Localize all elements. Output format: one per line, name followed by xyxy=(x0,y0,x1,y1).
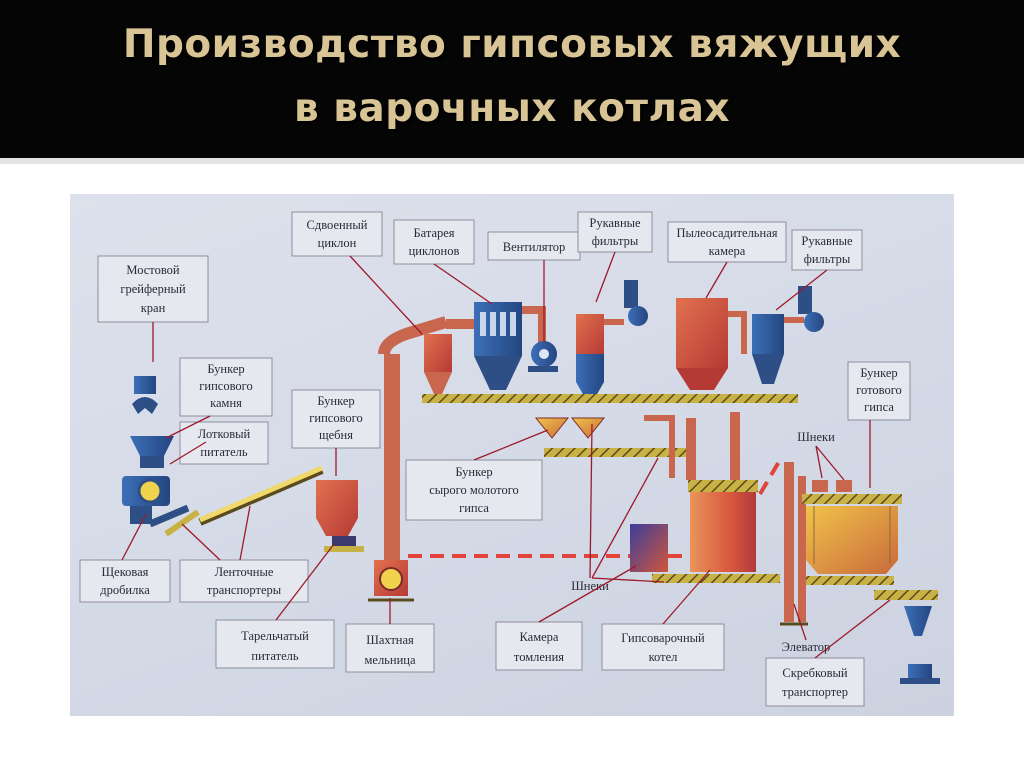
svg-text:гипса: гипса xyxy=(864,400,894,414)
svg-text:Щековая: Щековая xyxy=(102,565,149,579)
svg-text:Гипсоварочный: Гипсоварочный xyxy=(621,631,705,645)
svg-text:камера: камера xyxy=(709,244,746,258)
svg-text:гипсового: гипсового xyxy=(309,411,362,425)
svg-text:транспортер: транспортер xyxy=(782,685,848,699)
svg-text:Лотковый: Лотковый xyxy=(198,427,251,441)
svg-text:щебня: щебня xyxy=(319,428,353,442)
svg-text:Шахтная: Шахтная xyxy=(366,633,414,647)
label-elevator: Элеватор xyxy=(782,640,831,654)
gypsum-stone-hopper xyxy=(130,436,174,468)
label-raw-gypsum-bunker: Бункер сырого молотого гипса xyxy=(405,459,543,521)
label-dust-chamber: Пылеосадительная камера xyxy=(667,221,787,263)
raw-gypsum-hoppers xyxy=(534,417,606,439)
shaft-mill xyxy=(368,316,448,602)
svg-text:Шнеки: Шнеки xyxy=(797,430,835,444)
label-bag-filters-a: Рукавные фильтры xyxy=(577,211,653,253)
svg-text:томления: томления xyxy=(514,650,564,664)
label-augers-upper: Шнеки xyxy=(797,430,835,444)
header-divider xyxy=(0,158,1024,164)
svg-text:Бункер: Бункер xyxy=(860,366,897,380)
dashed-return-line xyxy=(408,458,782,558)
svg-text:циклонов: циклонов xyxy=(409,244,460,258)
jaw-crusher xyxy=(122,476,170,524)
svg-text:питатель: питатель xyxy=(251,649,298,663)
cyclone-battery xyxy=(474,302,546,390)
fan-unit xyxy=(528,341,558,372)
svg-text:Скребковый: Скребковый xyxy=(782,666,848,680)
slide-title-line-1: Производство гипсовых вяжущих xyxy=(122,22,902,67)
svg-text:Рукавные: Рукавные xyxy=(801,234,853,248)
svg-text:Мостовой: Мостовой xyxy=(126,263,180,277)
process-diagram: Мостовой грейферный кран Бункер гипсовог… xyxy=(79,211,940,707)
crushed-stone-bunker xyxy=(316,480,364,552)
svg-text:котел: котел xyxy=(649,650,678,664)
svg-text:камня: камня xyxy=(210,396,242,410)
gypsum-boiler xyxy=(644,412,758,572)
label-bridge-crane: Мостовой грейферный кран xyxy=(97,255,209,323)
svg-text:Пылеосадительная: Пылеосадительная xyxy=(676,226,777,240)
dust-settling-chamber xyxy=(676,298,747,390)
boiler-auger xyxy=(652,574,780,583)
svg-text:Тарельчатый: Тарельчатый xyxy=(241,629,309,643)
svg-text:Элеватор: Элеватор xyxy=(782,640,831,654)
svg-text:Сдвоенный: Сдвоенный xyxy=(307,218,368,232)
elevator xyxy=(780,462,808,626)
svg-text:сырого молотого: сырого молотого xyxy=(429,483,519,497)
label-bag-filters-b: Рукавные фильтры xyxy=(791,229,863,271)
label-curing-chamber: Камера томления xyxy=(495,621,583,671)
svg-text:циклон: циклон xyxy=(318,236,357,250)
label-boiler: Гипсоварочный котел xyxy=(601,623,725,671)
bag-filters-a xyxy=(576,280,648,396)
svg-text:Бункер: Бункер xyxy=(455,465,492,479)
svg-text:Бункер: Бункер xyxy=(317,394,354,408)
label-finished-gypsum-bunker: Бункер готового гипса xyxy=(847,361,911,421)
svg-text:питатель: питатель xyxy=(200,445,247,459)
pointer-lines xyxy=(121,251,891,659)
svg-text:грейферный: грейферный xyxy=(120,282,186,296)
svg-text:Ленточные: Ленточные xyxy=(215,565,274,579)
label-jaw-crusher: Щековая дробилка xyxy=(79,559,171,603)
slide-header: Производство гипсовых вяжущих в варочных… xyxy=(0,0,1024,158)
svg-text:гипса: гипса xyxy=(459,501,489,515)
svg-text:гипсового: гипсового xyxy=(199,379,252,393)
label-belt-conveyors: Ленточные транспортеры xyxy=(179,559,309,603)
svg-text:Вентилятор: Вентилятор xyxy=(503,240,566,254)
svg-text:Рукавные: Рукавные xyxy=(589,216,641,230)
svg-text:мельница: мельница xyxy=(364,653,415,667)
svg-text:Камера: Камера xyxy=(520,630,559,644)
svg-text:кран: кран xyxy=(141,301,166,315)
svg-text:фильтры: фильтры xyxy=(592,234,639,248)
finished-gypsum-bunker xyxy=(802,480,902,585)
svg-text:фильтры: фильтры xyxy=(804,252,851,266)
label-shaft-mill: Шахтная мельница xyxy=(345,623,435,673)
svg-text:дробилка: дробилка xyxy=(100,583,150,597)
belt-conveyors xyxy=(148,465,324,537)
process-diagram-photo: Мостовой грейферный кран Бункер гипсовог… xyxy=(70,194,954,716)
bag-filters-b xyxy=(752,286,824,384)
label-scraper-conveyor: Скребковый транспортер xyxy=(765,657,865,707)
label-cyclone-battery: Батарея циклонов xyxy=(393,219,475,265)
svg-text:Бункер: Бункер xyxy=(207,362,244,376)
label-twin-cyclone: Сдвоенный циклон xyxy=(291,211,383,257)
label-plate-feeder: Тарельчатый питатель xyxy=(215,619,335,669)
svg-text:Батарея: Батарея xyxy=(413,226,454,240)
label-crushed-stone-bunker: Бункер гипсового щебня xyxy=(291,389,381,449)
label-tray-feeder: Лотковый питатель xyxy=(179,421,269,465)
scraper-conveyor xyxy=(874,590,940,684)
svg-text:транспортеры: транспортеры xyxy=(207,583,282,597)
label-gypsum-stone-bunker: Бункер гипсового камня xyxy=(179,357,273,417)
twin-cyclone xyxy=(424,319,486,394)
svg-text:Шнеки: Шнеки xyxy=(571,579,609,593)
svg-text:готового: готового xyxy=(856,383,902,397)
label-fan: Вентилятор xyxy=(487,231,581,261)
upper-auger xyxy=(422,394,798,403)
label-augers-lower: Шнеки xyxy=(571,579,609,593)
slide-title-line-2: в варочных котлах xyxy=(293,86,731,131)
curing-chamber xyxy=(630,524,668,572)
lower-auger xyxy=(544,448,694,457)
bridge-crane-grab xyxy=(132,376,158,414)
